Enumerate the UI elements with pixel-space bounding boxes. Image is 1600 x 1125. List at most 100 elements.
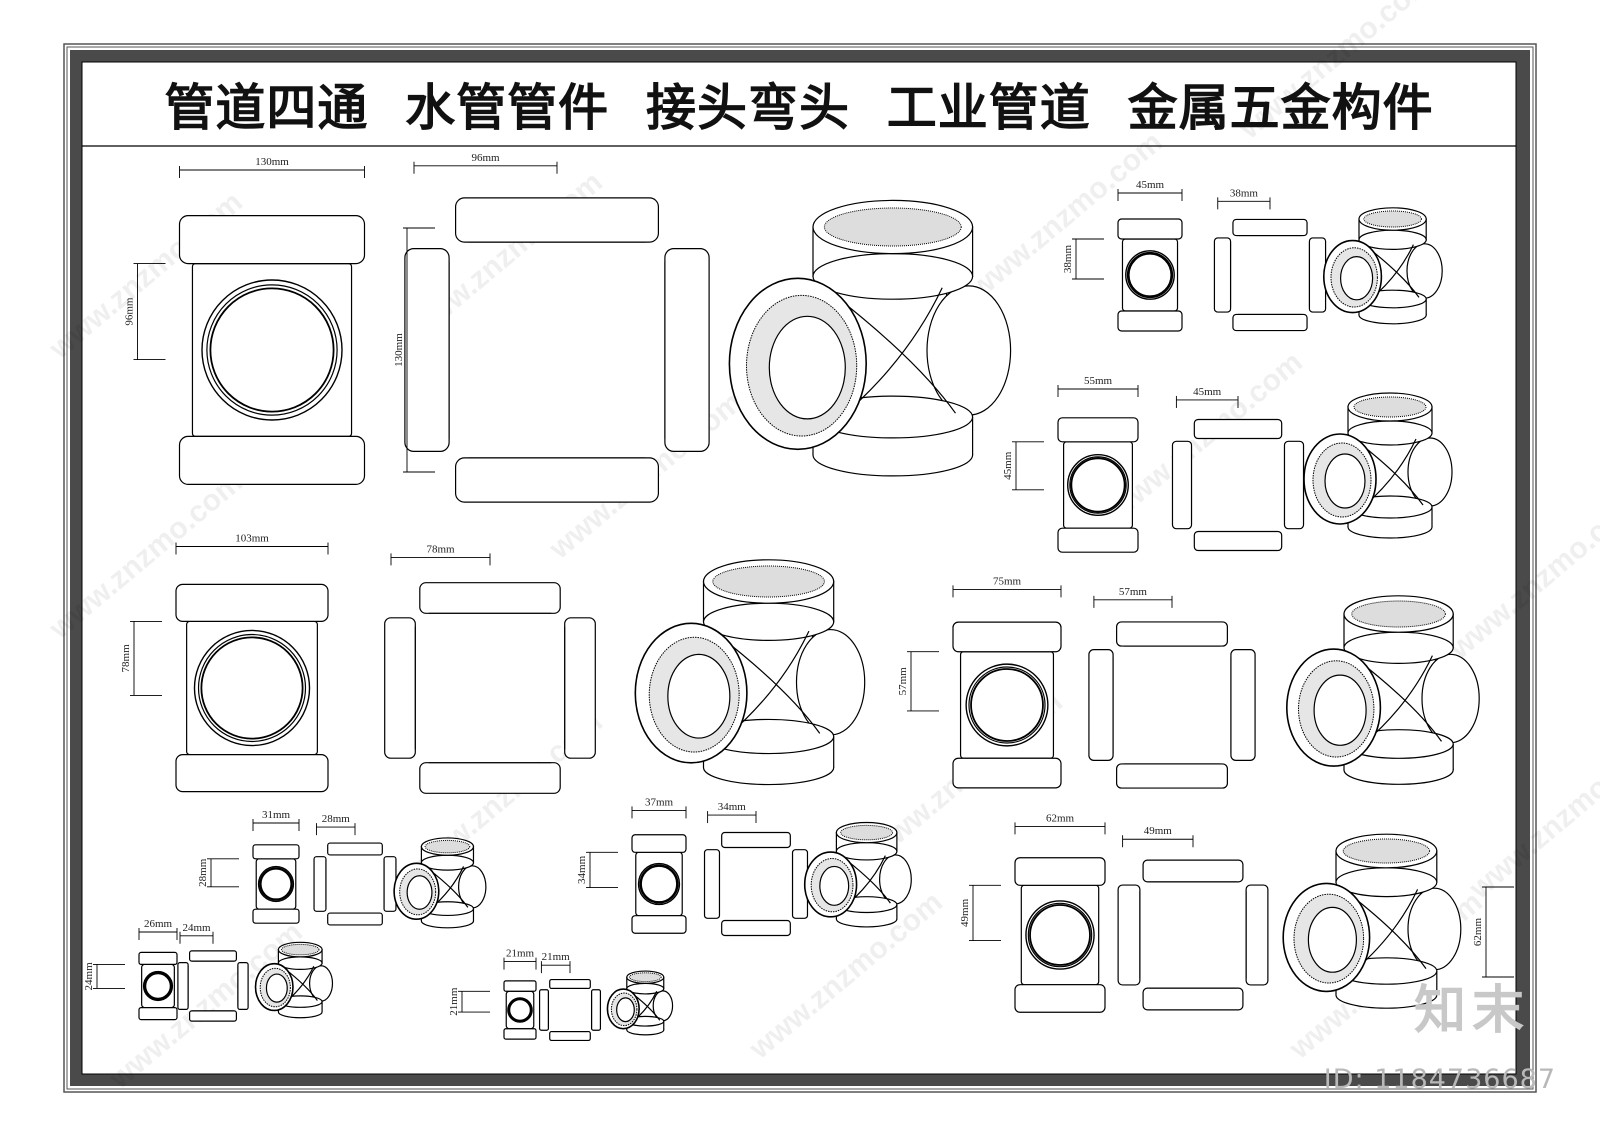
top-thread xyxy=(1363,210,1422,228)
front-view-7 xyxy=(252,844,300,924)
bottom-socket xyxy=(503,1028,537,1040)
left-socket xyxy=(404,248,450,453)
side-view-9 xyxy=(177,950,249,1022)
opening-mid xyxy=(1126,251,1174,299)
bottom-socket xyxy=(1232,313,1308,332)
dim-front-width-1: 130mm xyxy=(179,156,365,178)
dimension-label: 78mm xyxy=(120,644,132,673)
bottom-socket xyxy=(721,919,791,937)
top-socket xyxy=(1014,857,1106,886)
dim-side-width-3: 38mm xyxy=(1217,187,1271,210)
dim-front-width-7: 31mm xyxy=(252,809,300,831)
dim-front-height-1: 96mm xyxy=(124,263,166,361)
dimension-label: 96mm xyxy=(471,152,500,164)
iso-view-1 xyxy=(728,199,1012,477)
dim-front-width-3: 45mm xyxy=(1117,179,1183,201)
dim-front-height-2: 78mm xyxy=(120,620,162,696)
front-view-4 xyxy=(1057,417,1139,553)
left-socket xyxy=(313,856,327,912)
opening-inner xyxy=(508,998,532,1022)
dim-front-height-6: 49mm xyxy=(959,884,1001,941)
opening-inner xyxy=(209,287,335,413)
left-socket xyxy=(1213,237,1232,313)
top-socket xyxy=(138,951,178,966)
body-edges xyxy=(1191,438,1285,532)
dimension-label: 24mm xyxy=(182,922,211,934)
dimension-label: 130mm xyxy=(393,333,405,367)
top-socket xyxy=(455,197,660,243)
iso-view-6 xyxy=(1282,833,1462,1009)
dimension-label: 28mm xyxy=(197,858,209,887)
opening-outer xyxy=(1125,250,1175,300)
bottom-socket xyxy=(189,1010,238,1022)
opening-outer xyxy=(142,970,174,1002)
dimension-label: 21mm xyxy=(448,987,460,1016)
right-branch xyxy=(1421,653,1480,744)
opening-outer xyxy=(637,862,681,906)
iso-view-2 xyxy=(634,559,866,786)
dimension-label: 49mm xyxy=(959,898,971,927)
opening-mid xyxy=(197,633,307,743)
dim-front-width-5: 75mm xyxy=(952,575,1062,598)
left-socket xyxy=(703,849,721,919)
bottom-socket xyxy=(138,1006,178,1021)
right-socket xyxy=(1230,649,1256,761)
dimension-label: 75mm xyxy=(993,575,1022,587)
top-thread xyxy=(281,943,320,956)
right-socket xyxy=(564,617,596,759)
top-socket xyxy=(252,844,300,860)
top-socket xyxy=(419,582,561,614)
right-branch xyxy=(1406,243,1443,299)
dim-front-width-4: 55mm xyxy=(1057,375,1139,397)
right-socket xyxy=(237,961,249,1010)
front-view-6 xyxy=(1014,857,1106,1013)
opening-inner xyxy=(970,668,1044,742)
dim-side-width-7: 28mm xyxy=(316,813,356,836)
top-thread xyxy=(1342,838,1431,864)
fittings-drawings: 130mm96mm96mm130mm103mm78mm78mm45mm38mm3… xyxy=(83,152,1514,1042)
body-edges xyxy=(414,612,566,764)
bottom-socket xyxy=(1057,527,1139,553)
side-view-6 xyxy=(1117,859,1269,1011)
dimension-label: 34mm xyxy=(718,801,747,813)
side-view-4 xyxy=(1171,418,1305,552)
front-view-1 xyxy=(178,215,366,485)
left-socket xyxy=(538,989,550,1031)
opening-inner xyxy=(144,972,172,1000)
dim-side-width-2: 78mm xyxy=(390,543,491,566)
right-branch xyxy=(1407,887,1462,971)
opening-mid xyxy=(968,666,1046,744)
dim-side-width-6: 49mm xyxy=(1122,825,1194,848)
top-socket xyxy=(1232,218,1308,237)
top-socket xyxy=(1057,417,1139,443)
top-socket xyxy=(952,621,1062,653)
opening-mid xyxy=(1027,902,1093,968)
front-view-8 xyxy=(631,834,687,934)
dim-front-height-9: 24mm xyxy=(83,962,125,990)
top-thread xyxy=(823,207,962,247)
top-thread xyxy=(424,839,471,854)
opening-inner xyxy=(1127,252,1173,298)
left-socket xyxy=(384,617,416,759)
top-socket xyxy=(721,831,791,849)
dim-side-width-1: 96mm xyxy=(413,152,558,174)
dim-front-height-7: 28mm xyxy=(197,858,239,888)
bottom-socket xyxy=(178,435,366,485)
dimension-label: 57mm xyxy=(1119,586,1148,598)
dim-front-height-10: 21mm xyxy=(448,987,490,1016)
right-branch xyxy=(1407,437,1453,507)
top-socket xyxy=(1117,218,1183,240)
top-socket xyxy=(175,583,329,623)
top-socket xyxy=(327,842,383,856)
opening-outer xyxy=(1067,454,1129,516)
dimension-label: 49mm xyxy=(1144,825,1173,837)
body-edges xyxy=(1112,645,1232,765)
bottom-socket xyxy=(1142,987,1244,1011)
bottom-socket xyxy=(175,753,329,793)
opening-inner xyxy=(1070,457,1126,513)
dimension-label: 38mm xyxy=(1062,245,1074,274)
iso-view-9 xyxy=(254,941,334,1019)
dimension-label: 78mm xyxy=(426,543,455,555)
opening-outer xyxy=(201,279,343,421)
